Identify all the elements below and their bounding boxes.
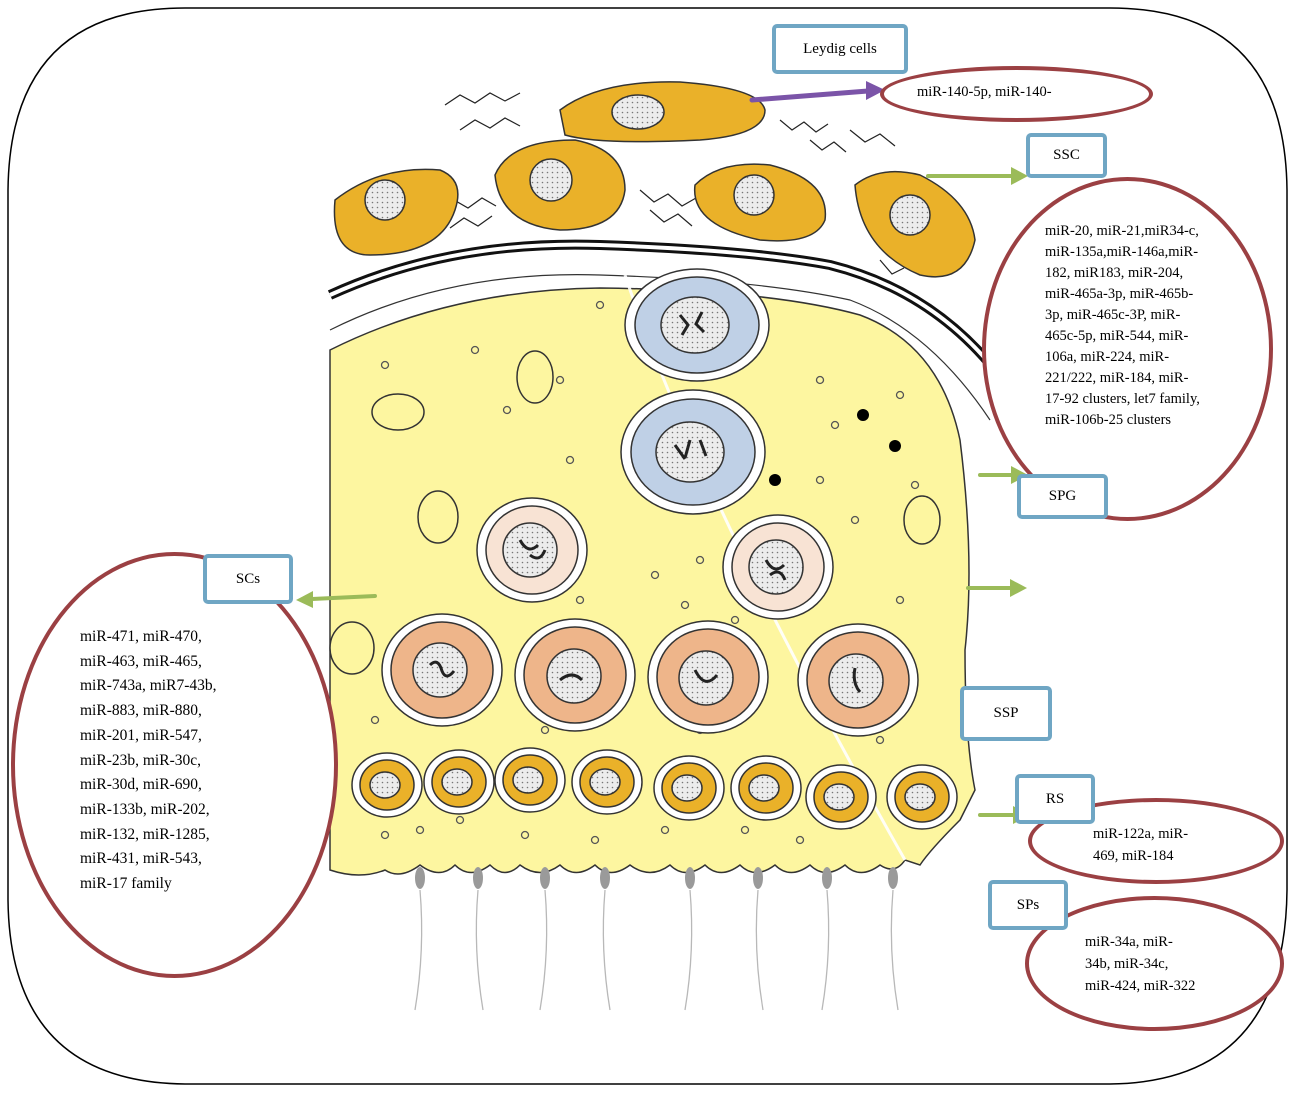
leydig-mirna-text: miR-140-5p, miR-140- xyxy=(917,82,1052,103)
scs-label: SCs xyxy=(203,554,293,604)
tubule-section xyxy=(330,82,995,1010)
sps-label: SPs xyxy=(988,880,1068,930)
ssc-label: SSC xyxy=(1026,133,1107,178)
rs-label: RS xyxy=(1015,774,1095,824)
leydig-cells-label: Leydig cells xyxy=(772,24,908,74)
rs-mirna-text: miR-122a, miR- 469, miR-184 xyxy=(1093,823,1188,867)
ssc-mirna-text: miR-20, miR-21,miR34-c, miR-135a,miR-146… xyxy=(1045,221,1200,431)
scs-mirna-text: miR-471, miR-470, miR-463, miR-465, miR-… xyxy=(80,625,216,897)
sps-mirna-text: miR-34a, miR- 34b, miR-34c, miR-424, miR… xyxy=(1085,931,1195,997)
spg-label: SPG xyxy=(1017,474,1108,519)
ssp-label: SSP xyxy=(960,686,1052,741)
spermatozoa xyxy=(415,867,898,1010)
